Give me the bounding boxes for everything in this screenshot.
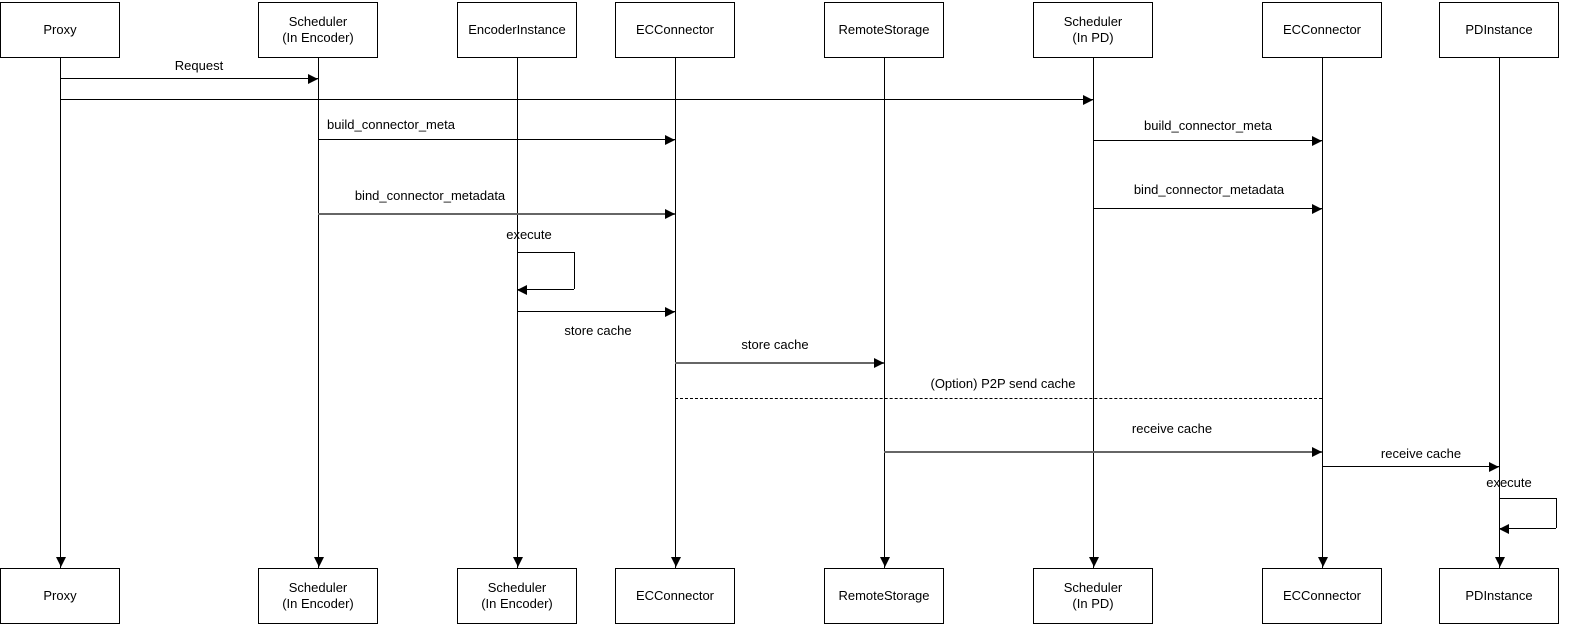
selfloop-right-s1 bbox=[574, 252, 575, 289]
message-label-m11: receive cache bbox=[1380, 446, 1462, 461]
message-line-m8 bbox=[675, 362, 884, 364]
selfloop-bottom-s2 bbox=[1499, 528, 1556, 529]
message-label-m4: build_connector_meta bbox=[1144, 118, 1272, 133]
selfloop-right-s2 bbox=[1556, 498, 1557, 528]
message-line-m9 bbox=[675, 398, 1322, 399]
participant-box-bottom-proxy[interactable]: Proxy bbox=[0, 568, 120, 624]
message-label-m3: build_connector_meta bbox=[327, 117, 455, 132]
selfloop-arrowhead-s1 bbox=[517, 285, 527, 295]
message-label-m9: (Option) P2P send cache bbox=[930, 376, 1076, 391]
participant-box-bottom-pd_instance[interactable]: PDInstance bbox=[1439, 568, 1559, 624]
message-arrowhead-m8 bbox=[874, 358, 884, 368]
lifeline-ec_conn_left bbox=[675, 58, 676, 568]
message-arrowhead-m7 bbox=[665, 307, 675, 317]
selfloop-top-s1 bbox=[517, 252, 574, 253]
lifeline-end-arrow-sched_enc bbox=[314, 557, 324, 567]
message-line-m7 bbox=[517, 311, 675, 312]
message-arrowhead-m4 bbox=[1312, 136, 1322, 146]
participant-box-top-remote_store[interactable]: RemoteStorage bbox=[824, 2, 944, 58]
message-line-m3 bbox=[318, 139, 675, 140]
lifeline-end-arrow-pd_instance bbox=[1495, 557, 1505, 567]
message-label-m5: bind_connector_metadata bbox=[354, 188, 506, 203]
selfloop-arrowhead-s2 bbox=[1499, 524, 1509, 534]
participant-box-bottom-sched_pd[interactable]: Scheduler (In PD) bbox=[1033, 568, 1153, 624]
message-line-m5 bbox=[318, 213, 675, 215]
message-arrowhead-m11 bbox=[1489, 462, 1499, 472]
lifeline-ec_conn_right bbox=[1322, 58, 1323, 568]
participant-box-bottom-ec_conn_left[interactable]: ECConnector bbox=[615, 568, 735, 624]
message-arrowhead-m10 bbox=[1312, 447, 1322, 457]
lifeline-end-arrow-ec_conn_right bbox=[1318, 557, 1328, 567]
lifeline-proxy bbox=[60, 58, 61, 568]
lifeline-end-arrow-proxy bbox=[56, 557, 66, 567]
participant-box-top-pd_instance[interactable]: PDInstance bbox=[1439, 2, 1559, 58]
message-arrowhead-m6 bbox=[1312, 204, 1322, 214]
lifeline-encoder_inst bbox=[517, 58, 518, 568]
lifeline-pd_instance bbox=[1499, 58, 1500, 568]
message-line-m11 bbox=[1322, 466, 1499, 467]
lifeline-sched_pd bbox=[1093, 58, 1094, 568]
lifeline-sched_enc bbox=[318, 58, 319, 568]
participant-box-top-ec_conn_left[interactable]: ECConnector bbox=[615, 2, 735, 58]
participant-box-bottom-remote_store[interactable]: RemoteStorage bbox=[824, 568, 944, 624]
participant-box-top-sched_enc[interactable]: Scheduler (In Encoder) bbox=[258, 2, 378, 58]
participant-box-top-proxy[interactable]: Proxy bbox=[0, 2, 120, 58]
lifeline-remote_store bbox=[884, 58, 885, 568]
participant-box-top-ec_conn_right[interactable]: ECConnector bbox=[1262, 2, 1382, 58]
message-arrowhead-m3 bbox=[665, 135, 675, 145]
lifeline-end-arrow-ec_conn_left bbox=[671, 557, 681, 567]
message-line-m10 bbox=[884, 451, 1322, 453]
selfloop-label-s1: execute bbox=[506, 227, 552, 242]
participant-box-bottom-encoder_inst[interactable]: Scheduler (In Encoder) bbox=[457, 568, 577, 624]
message-arrowhead-m5 bbox=[665, 209, 675, 219]
message-line-m6 bbox=[1093, 208, 1322, 209]
lifeline-end-arrow-encoder_inst bbox=[513, 557, 523, 567]
message-line-m4 bbox=[1093, 140, 1322, 141]
participant-box-bottom-sched_enc[interactable]: Scheduler (In Encoder) bbox=[258, 568, 378, 624]
message-label-m7: store cache bbox=[564, 323, 632, 338]
lifeline-end-arrow-sched_pd bbox=[1089, 557, 1099, 567]
message-arrowhead-m1 bbox=[308, 74, 318, 84]
message-label-m10: receive cache bbox=[1131, 421, 1213, 436]
lifeline-end-arrow-remote_store bbox=[880, 557, 890, 567]
message-line-m2 bbox=[60, 99, 1093, 100]
message-label-m1: Request bbox=[174, 58, 224, 73]
participant-box-top-encoder_inst[interactable]: EncoderInstance bbox=[457, 2, 577, 58]
message-line-m1 bbox=[60, 78, 318, 79]
selfloop-bottom-s1 bbox=[517, 289, 574, 290]
participant-box-top-sched_pd[interactable]: Scheduler (In PD) bbox=[1033, 2, 1153, 58]
message-arrowhead-m2 bbox=[1083, 95, 1093, 105]
selfloop-label-s2: execute bbox=[1486, 475, 1532, 490]
participant-box-bottom-ec_conn_right[interactable]: ECConnector bbox=[1262, 568, 1382, 624]
selfloop-top-s2 bbox=[1499, 498, 1556, 499]
message-label-m8: store cache bbox=[741, 337, 809, 352]
message-label-m6: bind_connector_metadata bbox=[1133, 182, 1285, 197]
